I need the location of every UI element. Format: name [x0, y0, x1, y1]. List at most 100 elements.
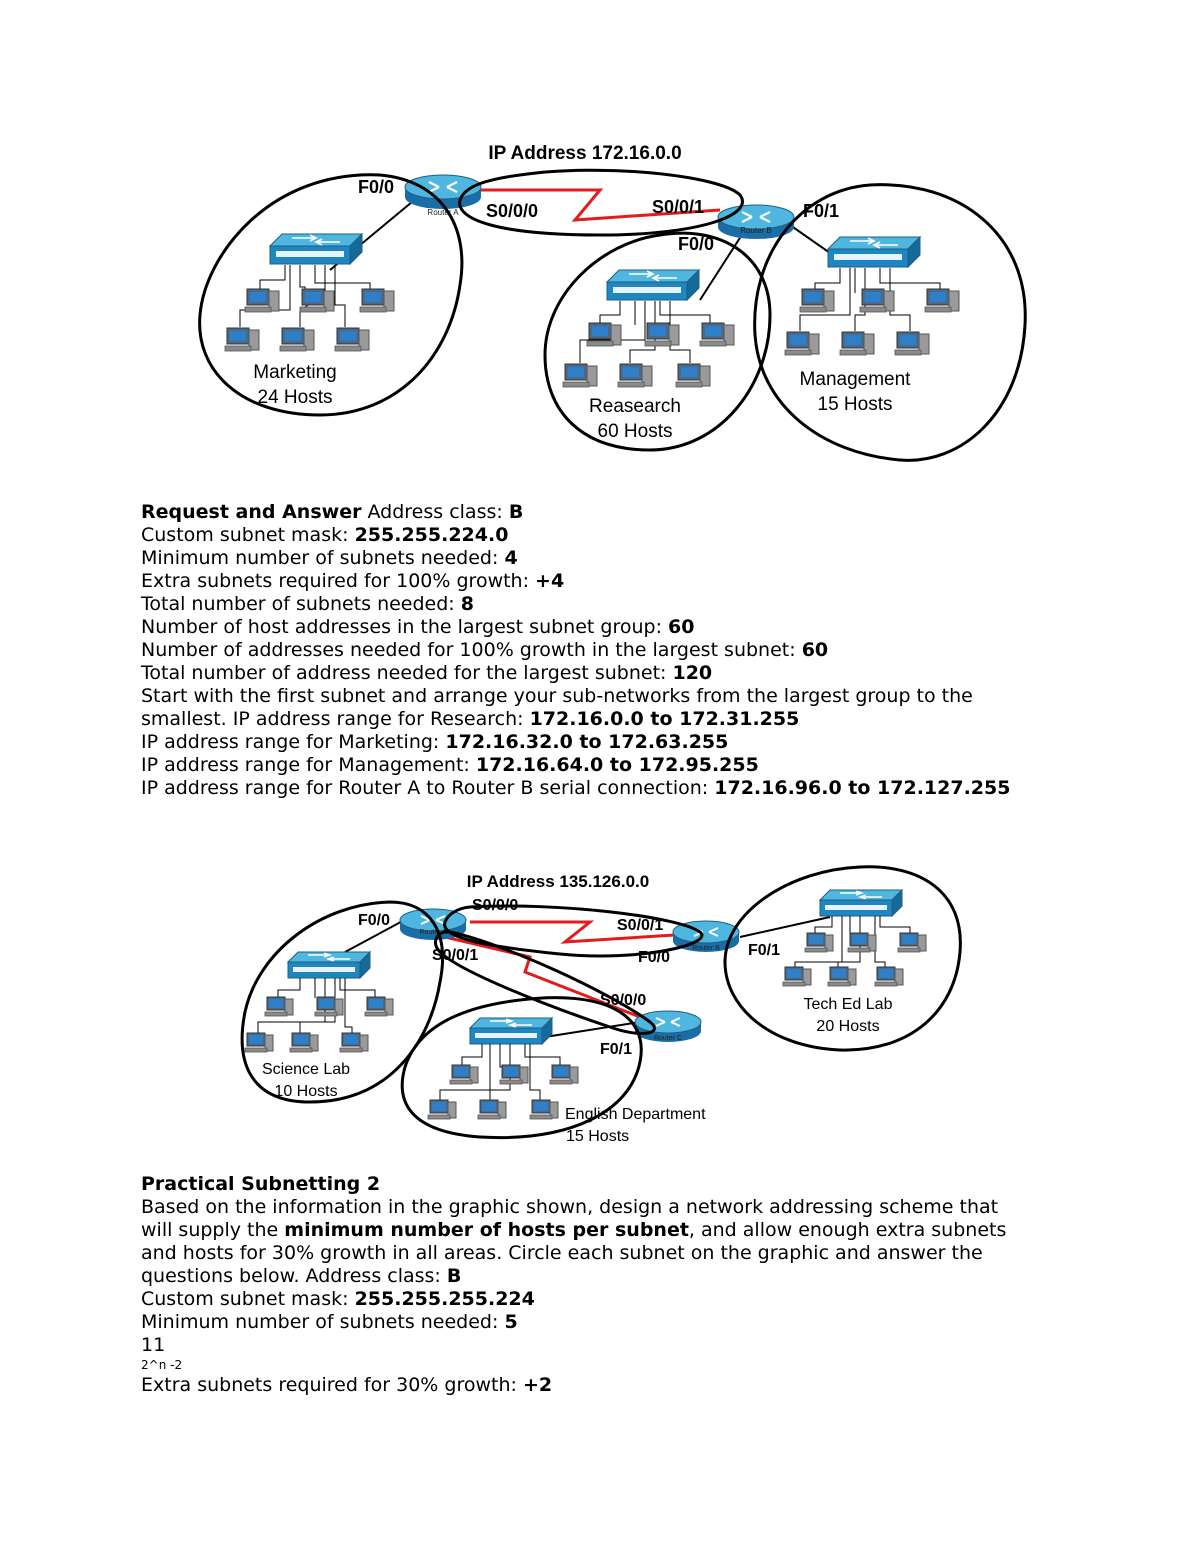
router-ac-serial-circle [434, 930, 656, 1035]
practical-subnetting-section: Practical Subnetting 2 Based on the info… [141, 1173, 1006, 1397]
diagram2-title: IP Address 135.126.0.0 [467, 872, 649, 891]
tech-ed-circle [723, 865, 962, 1052]
line-label: IP address range for Router A to Router … [141, 777, 709, 799]
router-a-label: Router A [419, 929, 447, 936]
line-value: 172.16.32.0 to 172.63.255 [445, 731, 729, 753]
line-label: IP address range for Management: [141, 754, 470, 776]
iface-label: F0/1 [600, 1041, 632, 1058]
group-hosts: 10 Hosts [274, 1083, 337, 1100]
section-heading: Practical Subnetting 2 [141, 1173, 381, 1195]
line-label: Start with the first subnet and arrange … [141, 685, 973, 707]
router-ab-serial-circle [443, 904, 704, 958]
text-line: Extra subnets required for 100% growth: … [141, 570, 1010, 593]
line-value: 172.16.0.0 to 172.31.255 [529, 708, 800, 730]
text-line: IP address range for Management: 172.16.… [141, 754, 1010, 777]
line-value: 60 [801, 639, 829, 661]
research-circle [543, 231, 772, 452]
group-hosts: 60 Hosts [598, 421, 673, 442]
text-line: Total number of subnets needed: 8 [141, 593, 1010, 616]
router-b-label: Router B [740, 226, 772, 235]
line-value: B [508, 501, 524, 523]
line-value: +2 [522, 1374, 553, 1396]
line-label: Total number of subnets needed: [141, 593, 455, 615]
paragraph-text: , and allow enough extra subnets [688, 1219, 1007, 1241]
note-text: 11 [141, 1334, 166, 1356]
diagram1-title: IP Address 172.16.0.0 [488, 143, 681, 164]
note-text: 2^n -2 [141, 1358, 183, 1372]
line-label: Number of host addresses in the largest … [141, 616, 662, 638]
line-value: 172.16.96.0 to 172.127.255 [714, 777, 1011, 799]
line-label: Custom subnet mask: [141, 524, 349, 546]
group-name: Tech Ed Lab [804, 996, 893, 1013]
line-label: Extra subnets required for 100% growth: [141, 570, 529, 592]
line-label: IP address range for Marketing: [141, 731, 440, 753]
text-line: Custom subnet mask: 255.255.255.224 [141, 1288, 1006, 1311]
group-hosts: 24 Hosts [258, 387, 333, 408]
group-name: Science Lab [262, 1061, 350, 1078]
line-value: 5 [504, 1311, 518, 1333]
text-line: 2^n -2 [141, 1357, 1006, 1374]
text-line: Minimum number of subnets needed: 5 [141, 1311, 1006, 1334]
text-line: Start with the first subnet and arrange … [141, 685, 1010, 708]
iface-label: F0/0 [358, 177, 394, 197]
iface-label: S0/0/1 [652, 197, 704, 217]
group-name: English Department [565, 1106, 706, 1123]
text-line: Total number of address needed for the l… [141, 662, 1010, 685]
text-line: Number of addresses needed for 100% grow… [141, 639, 1010, 662]
text-line: will supply the minimum number of hosts … [141, 1219, 1006, 1242]
network-diagram-2: IP Address 135.126.0.0 Router A Router B… [0, 862, 1200, 1152]
line-value: 255.255.255.224 [354, 1288, 535, 1310]
line-label: Total number of address needed for the l… [141, 662, 667, 684]
network-diagram-1: IP Address 172.16.0.0 Router A Router B … [0, 135, 1200, 480]
line-label: Number of addresses needed for 100% grow… [141, 639, 796, 661]
text-line: Based on the information in the graphic … [141, 1196, 1006, 1219]
iface-label: F0/0 [678, 234, 714, 254]
paragraph-text: Based on the information in the graphic … [141, 1196, 999, 1218]
text-line: Request and Answer Address class: B [141, 501, 1010, 524]
iface-label: S0/0/0 [486, 201, 538, 221]
english-dept-circle [400, 996, 643, 1140]
iface-label: S0/0/1 [617, 917, 663, 934]
router-b-label: Router B [692, 945, 720, 952]
line-value: 60 [668, 616, 695, 638]
text-line: Minimum number of subnets needed: 4 [141, 547, 1010, 570]
line-label: smallest. IP address range for Research: [141, 708, 524, 730]
section-heading: Request and Answer [141, 501, 362, 523]
line-value: +4 [535, 570, 565, 592]
line-value: 120 [672, 662, 713, 684]
iface-label: F0/1 [748, 942, 780, 959]
serial-link-circle [458, 168, 744, 237]
paragraph-text: and hosts for 30% growth in all areas. C… [141, 1242, 983, 1264]
text-line: Custom subnet mask: 255.255.224.0 [141, 524, 1010, 547]
text-line: and hosts for 30% growth in all areas. C… [141, 1242, 1006, 1265]
line-label: questions below. Address class: [141, 1265, 441, 1287]
group-hosts: 20 Hosts [816, 1018, 879, 1035]
text-line: Number of host addresses in the largest … [141, 616, 1010, 639]
group-hosts: 15 Hosts [566, 1128, 629, 1145]
paragraph-text: will supply the [141, 1219, 279, 1241]
management-circle [753, 183, 1027, 462]
iface-label: F0/0 [358, 912, 390, 929]
text-line: questions below. Address class: B [141, 1265, 1006, 1288]
line-value: B [446, 1265, 462, 1287]
paragraph-bold: minimum number of hosts per subnet [284, 1219, 689, 1241]
text-line: Practical Subnetting 2 [141, 1173, 1006, 1196]
text-line: IP address range for Marketing: 172.16.3… [141, 731, 1010, 754]
line-value: 4 [504, 547, 518, 569]
text-line: smallest. IP address range for Research:… [141, 708, 1010, 731]
iface-label: F0/1 [803, 201, 839, 221]
group-name: Reasearch [589, 396, 681, 417]
text-line: 11 [141, 1334, 1006, 1357]
group-hosts: 15 Hosts [818, 394, 893, 415]
router-a-label: Router A [427, 208, 459, 217]
line-label: Address class: [367, 501, 503, 523]
line-value: 8 [460, 593, 474, 615]
line-label: Custom subnet mask: [141, 1288, 349, 1310]
group-name: Marketing [253, 362, 336, 383]
line-label: Minimum number of subnets needed: [141, 547, 499, 569]
line-value: 172.16.64.0 to 172.95.255 [475, 754, 759, 776]
line-value: 255.255.224.0 [354, 524, 509, 546]
request-answer-section: Request and Answer Address class: B Cust… [141, 501, 1010, 800]
text-line: IP address range for Router A to Router … [141, 777, 1010, 800]
router-c-label: Router C [654, 1035, 682, 1042]
